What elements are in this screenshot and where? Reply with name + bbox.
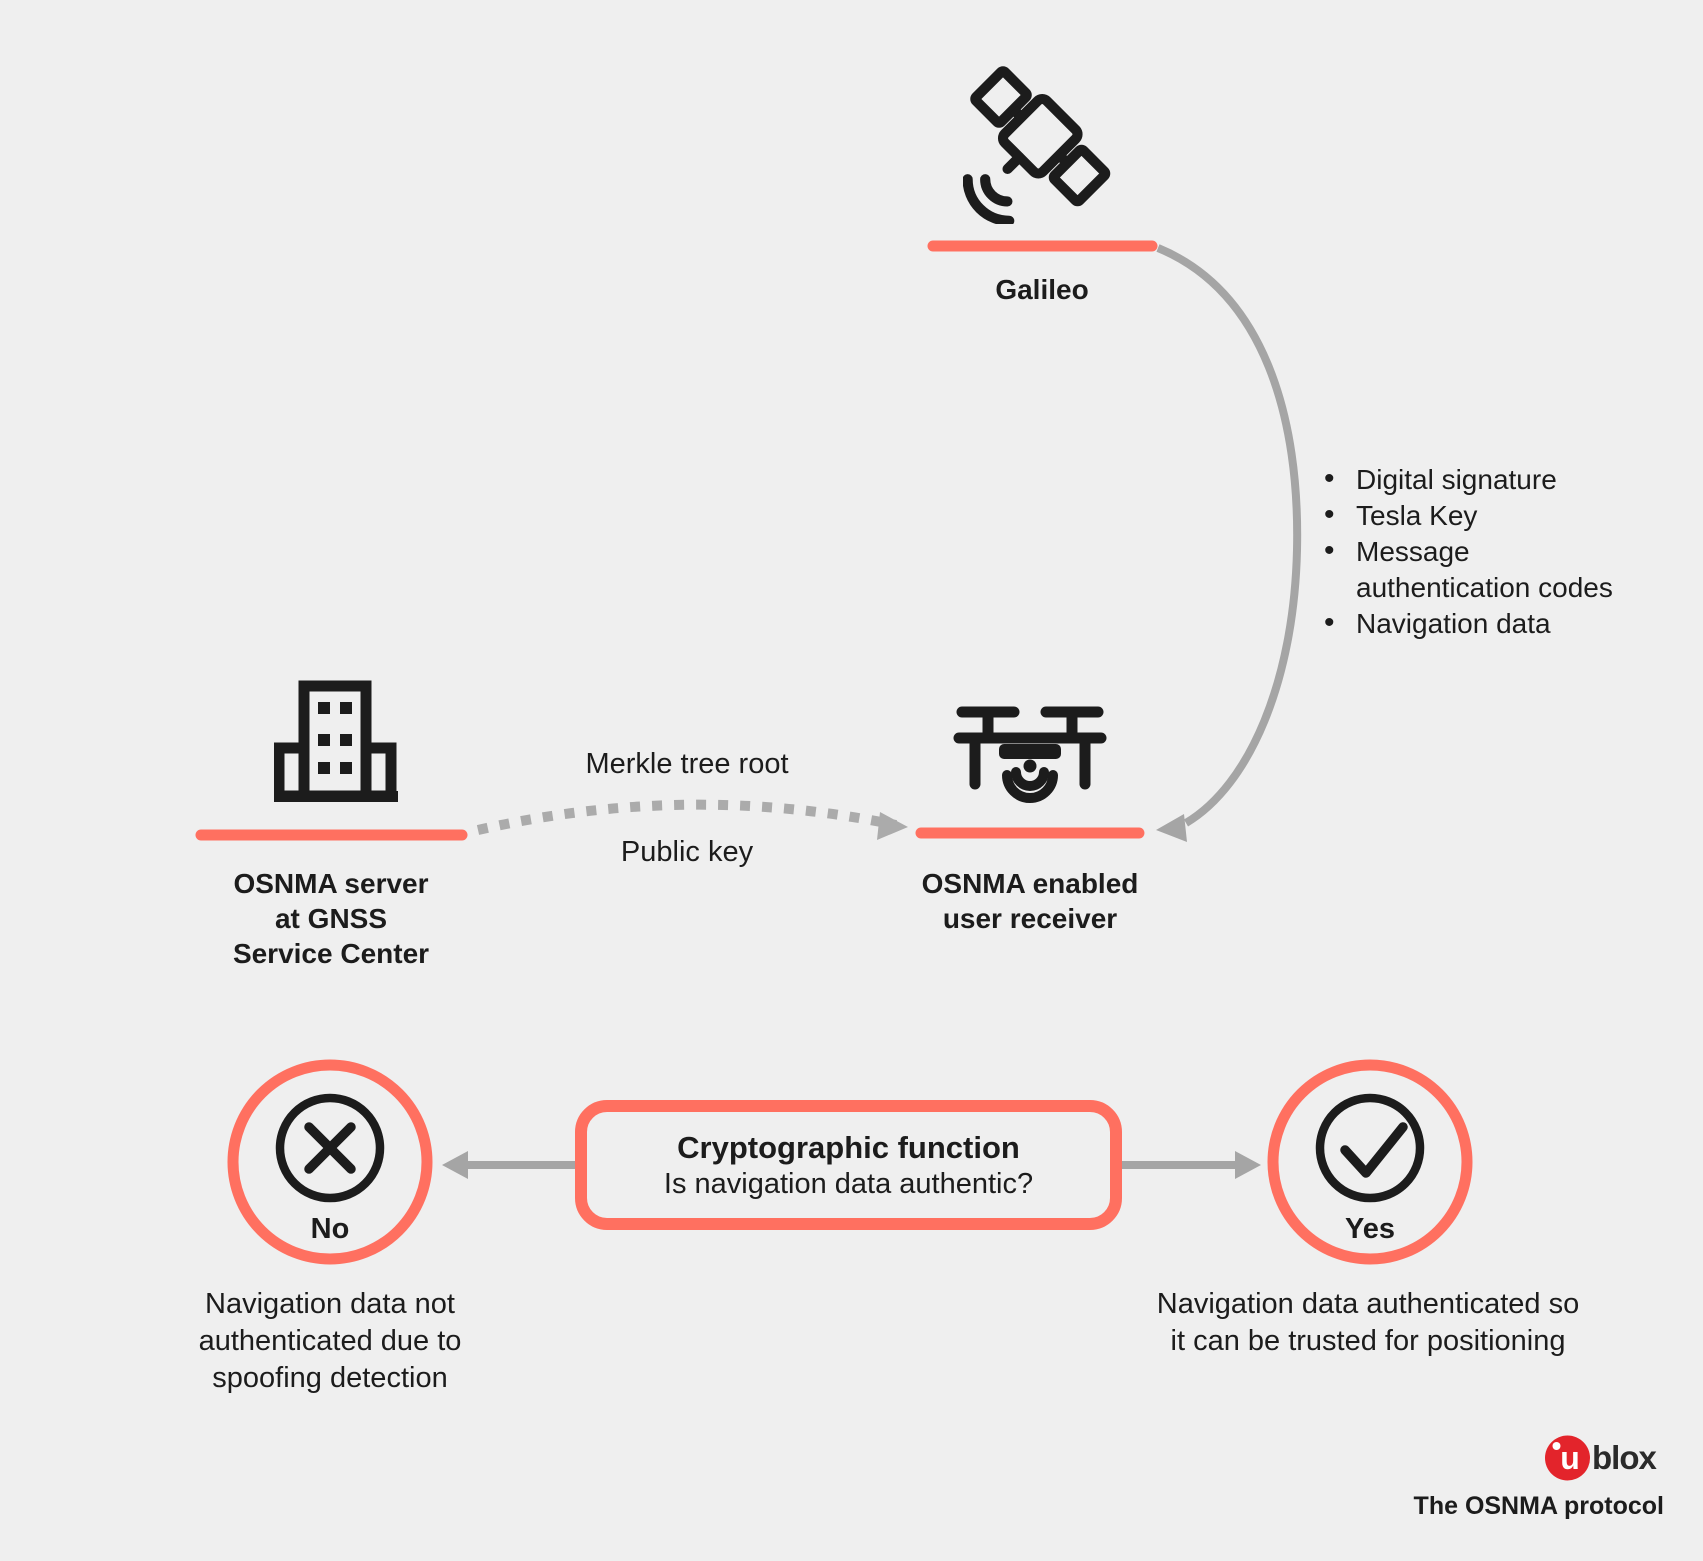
decision-no-arrow [442, 1151, 575, 1179]
ublox-logo-dot [1552, 1442, 1561, 1450]
galileo-label: Galileo [995, 274, 1089, 305]
no-description: Navigation data not authenticated due to… [198, 1288, 462, 1394]
public-key-label: Public key [620, 836, 754, 868]
receiver-label-line: OSNMA enabled [921, 868, 1139, 899]
payload-item-label: Navigation data [1356, 608, 1551, 639]
ublox-logo-u: u [1560, 1440, 1580, 1476]
merkle-tree-root-label: Merkle tree root [585, 748, 789, 780]
list-item: Digital signature [1322, 461, 1622, 498]
list-item: Tesla Key [1322, 497, 1622, 534]
check-circle-icon [1267, 1059, 1473, 1265]
decision-title: Cryptographic function [677, 1129, 1020, 1165]
cryptographic-function-box: Cryptographic function Is navigation dat… [575, 1100, 1122, 1230]
satellite-to-receiver-arrow [1156, 244, 1302, 842]
drone-icon [953, 706, 1107, 803]
server-label-line: Service Center [232, 938, 430, 969]
arrowhead-right-icon [1235, 1151, 1261, 1179]
yes-label: Yes [1345, 1213, 1395, 1245]
list-item: Message authentication codes [1322, 533, 1622, 606]
satellite-icon [963, 66, 1111, 224]
decision-question: Is navigation data authentic? [663, 1167, 1034, 1200]
payload-item-label: Digital signature [1356, 464, 1557, 495]
ublox-logo: u blox [1545, 1435, 1658, 1481]
no-label: No [310, 1213, 350, 1245]
footer-caption: The OSNMA protocol [1413, 1492, 1664, 1520]
decision-yes-arrow [1122, 1151, 1261, 1179]
x-circle-icon [227, 1059, 433, 1265]
yes-description: Navigation data authenticated so it can … [1156, 1288, 1580, 1357]
arrowhead-left-icon [442, 1151, 468, 1179]
server-label-line: at GNSS [274, 903, 388, 934]
arrowhead-right-icon [877, 812, 908, 840]
receiver-label: OSNMA enabled user receiver [880, 866, 1180, 936]
server-to-receiver-dotted-arrow [476, 799, 908, 840]
server-label-line: OSNMA server [233, 868, 429, 899]
arrowhead-left-icon [1156, 814, 1187, 842]
list-item: Navigation data [1322, 605, 1622, 642]
server-label: OSNMA server at GNSS Service Center [181, 866, 481, 971]
payload-item-label: Tesla Key [1356, 500, 1478, 531]
ublox-logo-blox: blox [1592, 1439, 1657, 1476]
receiver-label-line: user receiver [942, 903, 1118, 934]
building-icon [274, 680, 398, 802]
payload-item-label: Message authentication codes [1356, 536, 1613, 603]
downlink-payload-list: Digital signature Tesla Key Message auth… [1322, 461, 1622, 642]
